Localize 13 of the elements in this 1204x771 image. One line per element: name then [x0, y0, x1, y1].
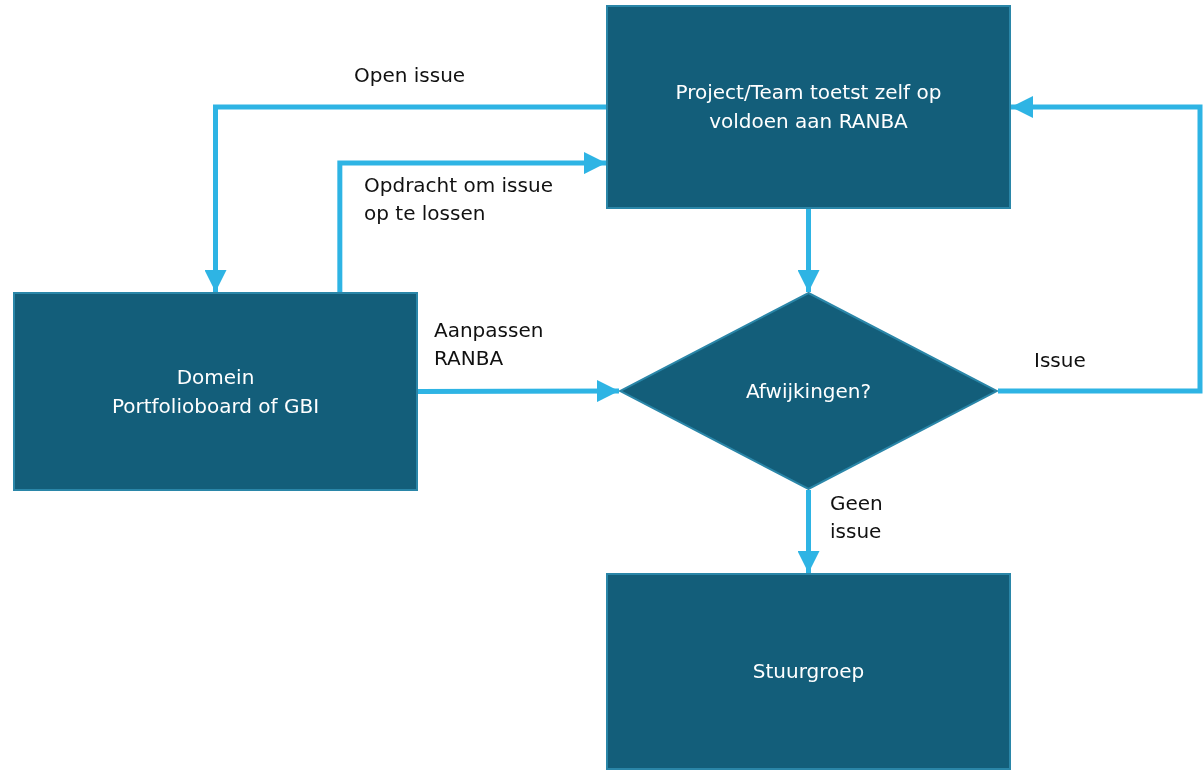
arrow	[337, 152, 606, 292]
process-box	[13, 292, 418, 491]
node-label: Stuurgroep	[752, 658, 865, 685]
arrow	[418, 380, 619, 403]
arrow	[998, 96, 1203, 394]
arrow	[797, 490, 820, 573]
process-box	[606, 573, 1011, 770]
node-label: Project/Team toetst zelf op voldoen aan RANBA	[674, 79, 943, 135]
process-box	[606, 5, 1011, 209]
arrow	[797, 209, 820, 292]
arrow	[204, 104, 606, 292]
node-label: Afwijkingen?	[745, 377, 872, 405]
node-label: Domein Portfolioboard of GBI	[110, 363, 321, 420]
